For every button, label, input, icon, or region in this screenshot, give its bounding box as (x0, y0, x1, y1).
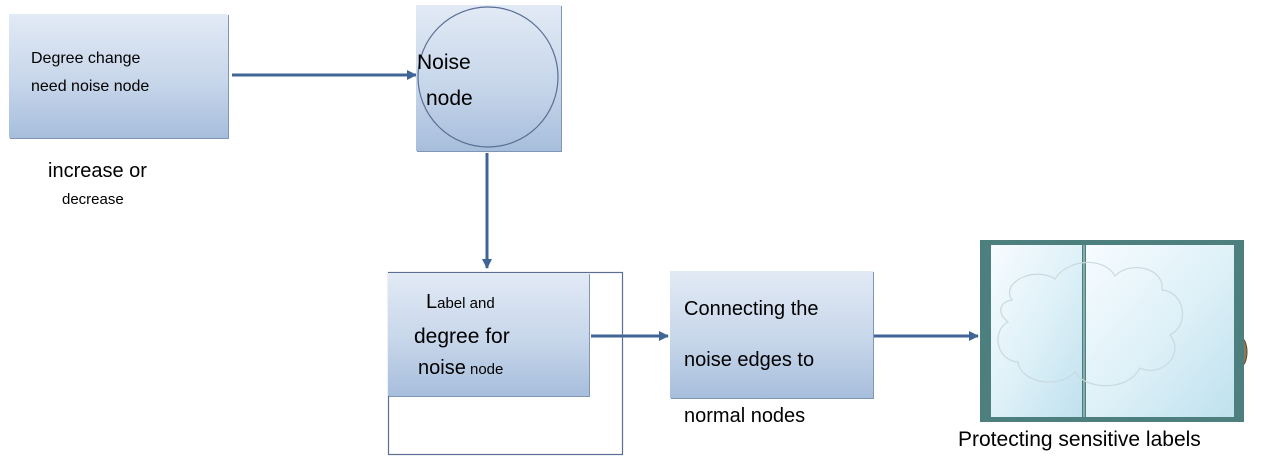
connecting-line2: noise edges to (684, 349, 815, 371)
degree-change-line1: Degree change (31, 50, 141, 67)
noise-node-line2: node (426, 87, 473, 110)
noise-node-circle (417, 6, 559, 148)
label-degree-line1-rest: abel and (437, 295, 495, 312)
increase-note-line2: decrease (62, 191, 124, 208)
increase-note-line1: increase or (48, 160, 147, 182)
connecting-line1: Connecting the (684, 298, 819, 320)
label-degree-line3-b: node (465, 361, 504, 378)
connecting-caption: normal nodes (684, 405, 806, 427)
noise-node-line1: Noise (417, 51, 471, 74)
degree-change-line2: need noise node (31, 78, 150, 95)
label-degree-line1-cap: L (426, 291, 438, 313)
connecting-box: Connecting the noise edges to (670, 271, 873, 398)
label-degree-line1: Label and (426, 291, 495, 313)
label-degree-line3-a: noise (418, 357, 466, 379)
label-degree-line3: noise node (418, 357, 503, 379)
protecting-caption: Protecting sensitive labels (958, 428, 1201, 451)
protecting-frame (980, 240, 1248, 422)
noise-node-box: Noise node (416, 5, 561, 151)
label-degree-box: Label and degree for noise node (388, 273, 589, 396)
label-degree-line2: degree for (414, 325, 510, 348)
degree-change-box: Degree change need noise node (9, 14, 228, 138)
